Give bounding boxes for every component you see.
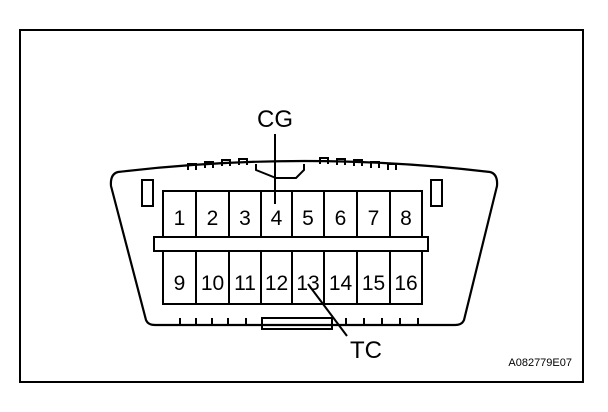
pin-cell [389, 250, 423, 305]
callout-tc: TC [350, 337, 382, 364]
pin-label: 2 [207, 207, 219, 230]
pin-label: 3 [239, 207, 251, 230]
top-serrations [187, 157, 397, 179]
pin-label: 12 [265, 272, 288, 295]
pin-label: 5 [302, 207, 314, 230]
callout-lines [274, 134, 348, 337]
pin-cell [389, 190, 423, 238]
middle-separator [153, 236, 429, 252]
pin-label: 11 [234, 272, 256, 295]
pin-label: 4 [271, 207, 283, 230]
pin-label: 13 [296, 272, 319, 295]
figure-frame [19, 29, 584, 383]
callout-cg: CG [257, 106, 293, 133]
pin-label: 10 [201, 272, 224, 295]
figure-code: A082779E07 [508, 357, 572, 369]
pin-label: 8 [400, 207, 412, 230]
left-tab [141, 179, 154, 207]
tc-leader [307, 283, 348, 337]
pin-label: 15 [362, 272, 385, 295]
pin-label: 16 [394, 272, 417, 295]
pin-label: 6 [335, 207, 347, 230]
pin-grid [162, 190, 423, 305]
pin-label: 7 [368, 207, 380, 230]
bottom-key [179, 317, 419, 330]
pin-label: 14 [329, 272, 353, 295]
pin-label: 1 [174, 207, 186, 230]
right-tab [430, 179, 443, 207]
connector-housing [109, 159, 499, 327]
pin-label: 9 [174, 272, 186, 295]
